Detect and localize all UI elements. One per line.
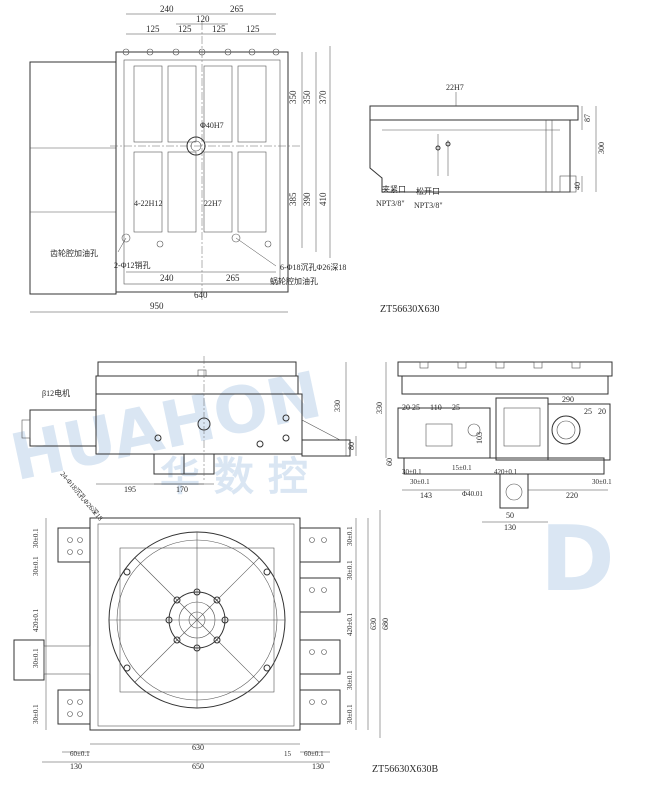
label-clamp-port: 夹紧口 [382, 184, 406, 194]
dim-plan-right-30a: 30±0.1 [346, 526, 354, 546]
lug-holes [67, 537, 327, 717]
caption-zt56630x630b: ZT56630X630B [372, 764, 438, 775]
dim-right-25c: 25 [584, 407, 592, 416]
dim-top-125-a: 125 [146, 24, 160, 34]
dim-right-350-b: 350 [302, 90, 312, 104]
dim-plan-bottom-15: 15 [284, 750, 292, 758]
dim-right-30b: 30±0.1 [410, 478, 430, 486]
dim-right-290: 290 [562, 395, 574, 404]
label-release-thread: NPT3/8" [414, 201, 443, 210]
label-release-port: 松开口 [416, 186, 440, 196]
dim-right-25b: 25 [452, 403, 460, 412]
dim-right-20: 20 [402, 403, 410, 412]
dim-side-300: 300 [597, 142, 606, 154]
label-oil-left: 齿轮腔加油孔 [50, 248, 98, 258]
t-slot-grid [133, 65, 267, 233]
dim-front-170: 170 [176, 485, 188, 494]
plan-view: 30±0.1 30±0.1 420±0.1 30±0.1 30±0.1 30±0… [13, 510, 438, 775]
dim-front-330: 330 [333, 400, 342, 412]
dim-side-87: 87 [583, 114, 592, 122]
watermark-right: D [540, 507, 615, 612]
dim-plan-bottom-130b: 130 [312, 762, 324, 771]
worm-housing [29, 61, 117, 295]
label-bolt-holes: 6-Φ18沉孔Φ26深18 [280, 263, 346, 272]
dim-bottom-950: 950 [150, 301, 164, 311]
dim-right-143: 143 [420, 491, 432, 500]
dim-plan-bottom-130a: 130 [70, 762, 82, 771]
dim-top-125-c: 125 [212, 24, 226, 34]
dim-right-370: 370 [318, 90, 328, 104]
watermark-cn: 华 数 控 [160, 454, 308, 500]
dim-right-220: 220 [566, 491, 578, 500]
dim-bottom-265: 265 [226, 273, 240, 283]
dim-right-330: 330 [375, 402, 384, 414]
dim-top-240: 240 [160, 4, 174, 14]
dim-plan-bottom-650: 650 [192, 762, 204, 771]
dim-right-420: 420±0.1 [494, 468, 518, 476]
dim-right-110: 110 [430, 403, 442, 412]
dim-top-120: 120 [196, 14, 210, 24]
side-table-top [369, 105, 579, 121]
bolt-circle [123, 568, 271, 672]
dim-bottom-640: 640 [194, 290, 208, 300]
label-motor: β12电机 [42, 388, 70, 398]
label-right-hole: Φ40.01 [462, 490, 483, 498]
dim-plan-right-630: 630 [369, 618, 378, 630]
plan-outline [89, 517, 301, 731]
dim-plan-left-30a: 30±0.1 [32, 528, 40, 548]
dim-right-15: 15±0.1 [452, 464, 472, 472]
dim-plan-left-420: 420±0.1 [32, 608, 40, 632]
dim-plan-right-30c: 30±0.1 [346, 670, 354, 690]
dim-plan-bottom-630: 630 [192, 743, 204, 752]
label-slot-left: 4-22H12 [134, 199, 162, 208]
dim-plan-right-420: 420±0.1 [346, 612, 354, 636]
dim-plan-right-680: 680 [381, 618, 390, 630]
side-view: 22H7 87 300 40 夹紧口 NPT3/8" 松开口 NPT3/8" Z… [369, 83, 606, 315]
dim-right-20b: 20 [598, 407, 606, 416]
dim-top-125-b: 125 [178, 24, 192, 34]
dim-right-60: 60 [385, 458, 394, 466]
dim-plan-right-30b: 30±0.1 [346, 560, 354, 580]
dim-right-50: 50 [506, 511, 514, 520]
dim-right-130: 130 [504, 523, 516, 532]
dim-top-125-d: 125 [246, 24, 260, 34]
dim-plan-right-30d: 30±0.1 [346, 704, 354, 724]
label-clamp-thread: NPT3/8" [376, 199, 405, 208]
dim-right-30a: 30±0.1 [402, 468, 422, 476]
dim-plan-bottom-60b: 60±0.1 [304, 750, 324, 758]
dim-right-350-a: 350 [288, 90, 298, 104]
dim-front-195: 195 [124, 485, 136, 494]
dim-right-385: 385 [288, 192, 298, 206]
table-spokes [109, 532, 285, 708]
label-slot-mid: 22H7 [204, 199, 222, 208]
dim-right-25: 25 [412, 403, 420, 412]
dim-right-410: 410 [318, 192, 328, 206]
top-view: 240 265 120 125 125 125 125 350 350 370 … [29, 4, 346, 313]
dim-right-390: 390 [302, 192, 312, 206]
center-bore [186, 136, 206, 156]
label-side-slot: 22H7 [446, 83, 464, 92]
dim-right-103: 103 [475, 432, 484, 444]
label-oil-right: 蜗轮腔加油孔 [270, 276, 318, 286]
side-body [369, 120, 571, 193]
label-pin-holes: 2-Φ12销孔 [114, 260, 151, 270]
dim-plan-left-30c: 30±0.1 [32, 648, 40, 668]
dim-right-30c: 30±0.1 [592, 478, 612, 486]
dim-front-80: 80 [347, 442, 356, 450]
label-center-bore: Φ40H7 [200, 121, 224, 130]
caption-zt56630x630: ZT56630X630 [380, 304, 439, 315]
dim-top-265: 265 [230, 4, 244, 14]
right-view: 20 25 110 25 290 25 20 330 60 103 30±0.1… [375, 361, 613, 532]
dim-bottom-240: 240 [160, 273, 174, 283]
dim-side-40: 40 [573, 182, 582, 190]
plan-lugs [57, 527, 341, 725]
dim-plan-bottom-60a: 60±0.1 [70, 750, 90, 758]
right-t-slots [419, 361, 581, 369]
dim-plan-left-30b: 30±0.1 [32, 556, 40, 576]
bolt-holes-top [121, 48, 280, 248]
dim-plan-left-30d: 30±0.1 [32, 704, 40, 724]
